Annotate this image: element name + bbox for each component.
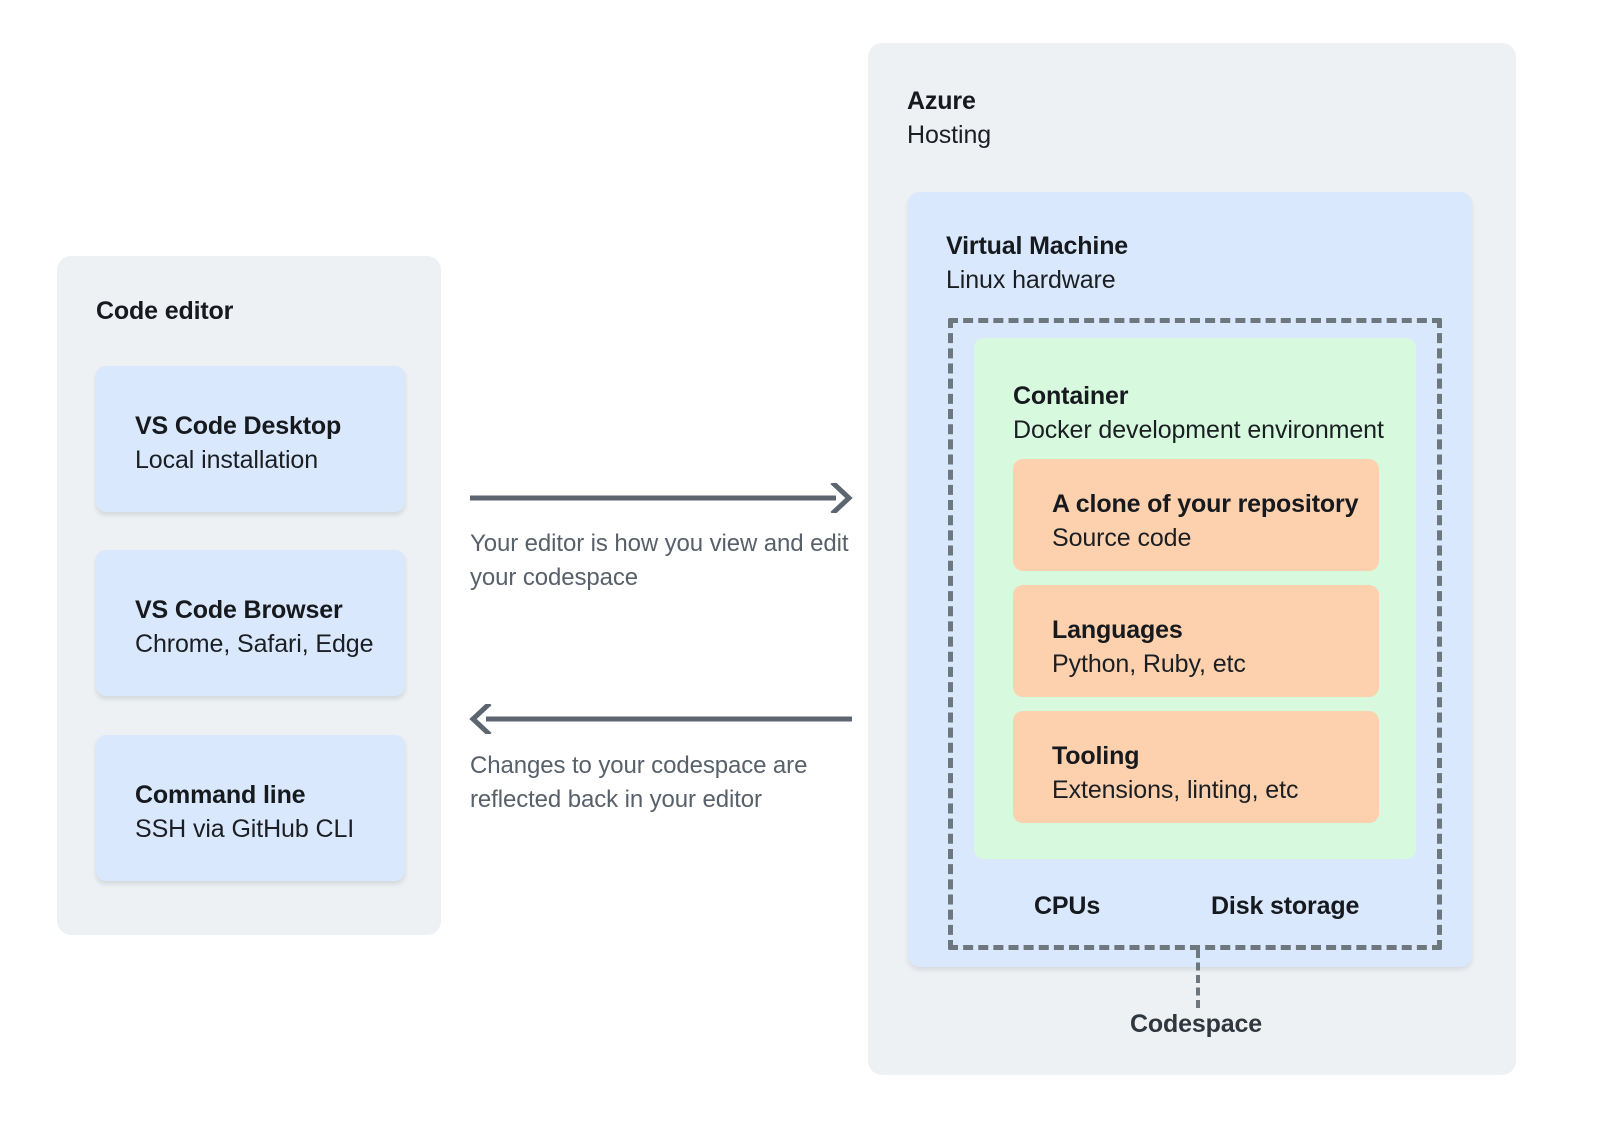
card-languages[interactable]: Languages Python, Ruby, etc (1013, 585, 1379, 697)
arrow-left-icon (469, 704, 852, 734)
codespace-leader-line (1196, 950, 1200, 1008)
card-command-line-title: Command line (135, 781, 306, 809)
hardware-label-disk-storage: Disk storage (1211, 892, 1360, 920)
container-title: Container (1013, 382, 1129, 410)
card-tooling[interactable]: Tooling Extensions, linting, etc (1013, 711, 1379, 823)
backward-flow-caption: Changes to your codespace are reflected … (470, 752, 808, 813)
azure-subheading: Hosting (907, 121, 992, 149)
card-vs-code-browser-title: VS Code Browser (135, 596, 343, 624)
card-vs-code-desktop-title: VS Code Desktop (135, 412, 342, 440)
codespace-label: Codespace (1130, 1010, 1263, 1038)
container-subtitle: Docker development environment (1013, 416, 1384, 444)
virtual-machine-title: Virtual Machine (946, 232, 1129, 260)
card-vs-code-browser[interactable]: VS Code Browser Chrome, Safari, Edge (96, 550, 405, 696)
arrow-right-icon (470, 483, 853, 513)
hardware-label-cpus: CPUs (1034, 892, 1101, 920)
card-repository-clone-title: A clone of your repository (1052, 490, 1359, 518)
card-languages-subtitle: Python, Ruby, etc (1052, 650, 1246, 678)
card-vs-code-browser-subtitle: Chrome, Safari, Edge (135, 630, 374, 658)
forward-flow-caption: Your editor is how you view and edit you… (470, 530, 849, 591)
card-repository-clone[interactable]: A clone of your repository Source code (1013, 459, 1379, 571)
codespace-boundary (948, 318, 1442, 950)
card-command-line[interactable]: Command line SSH via GitHub CLI (96, 735, 405, 881)
card-tooling-subtitle: Extensions, linting, etc (1052, 776, 1299, 804)
card-tooling-title: Tooling (1052, 742, 1140, 770)
card-vs-code-desktop-subtitle: Local installation (135, 446, 319, 474)
card-command-line-subtitle: SSH via GitHub CLI (135, 815, 355, 843)
virtual-machine-subtitle: Linux hardware (946, 266, 1116, 294)
azure-heading: Azure (907, 87, 976, 115)
card-languages-title: Languages (1052, 616, 1183, 644)
card-repository-clone-subtitle: Source code (1052, 524, 1192, 552)
code-editor-heading: Code editor (96, 297, 234, 325)
card-vs-code-desktop[interactable]: VS Code Desktop Local installation (96, 366, 405, 512)
